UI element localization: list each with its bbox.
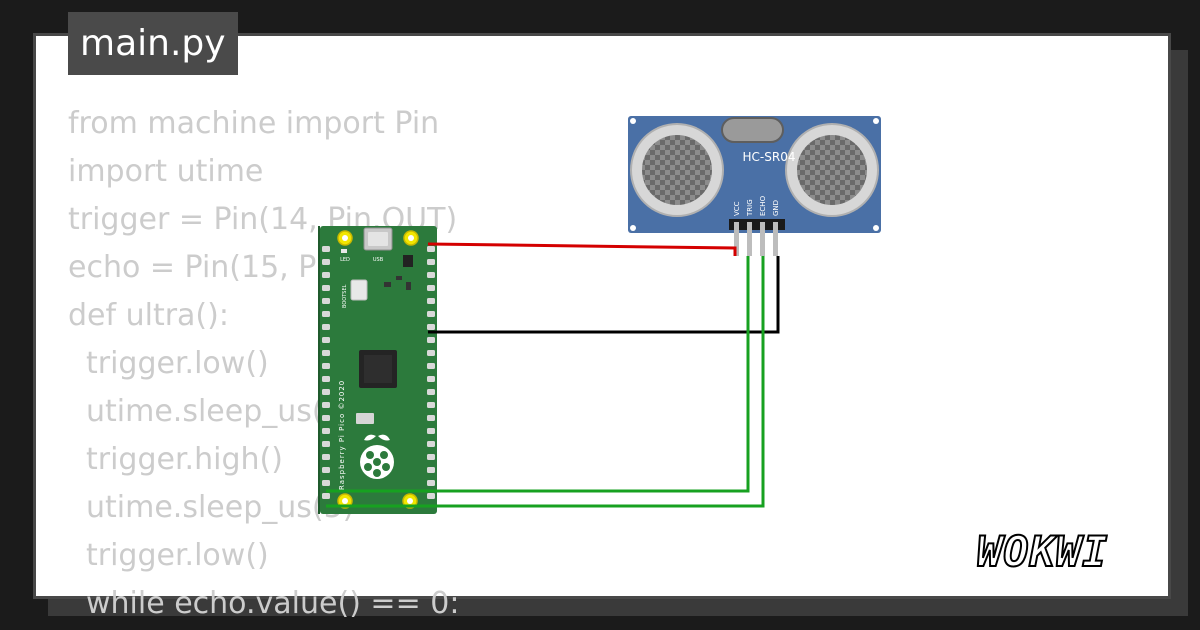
sensor-pin-label: TRIG <box>746 199 754 217</box>
sensor-pin-trig[interactable] <box>747 222 752 256</box>
sensor-pin-gnd[interactable] <box>773 222 778 256</box>
usb-label: USB <box>373 257 384 263</box>
code-line: trigger = Pin(14, Pin.OUT) <box>68 202 458 237</box>
pico-pin[interactable] <box>322 441 330 447</box>
code-line: from machine import Pin <box>68 106 440 141</box>
pico-pin[interactable] <box>322 324 330 330</box>
pico-pin[interactable] <box>322 389 330 395</box>
pico-pin[interactable] <box>322 467 330 473</box>
pico-pin[interactable] <box>322 428 330 434</box>
pico-pin[interactable] <box>427 285 435 291</box>
file-tab-label: main.py <box>68 12 238 75</box>
project-card: from machine import Pin import utime trigg… <box>33 33 1171 621</box>
pin-header-right <box>427 246 435 499</box>
pico-pin[interactable] <box>322 402 330 408</box>
pico-pin[interactable] <box>322 337 330 343</box>
sensor-pin-label: ECHO <box>759 195 767 216</box>
code-line: import utime <box>68 154 264 189</box>
pico-pin[interactable] <box>427 467 435 473</box>
wire-vcc[interactable] <box>427 242 737 256</box>
sensor-model-label: HC-SR04 <box>743 150 796 164</box>
pico-pin[interactable] <box>427 246 435 252</box>
wokwi-logo: WOKWI <box>976 526 1108 577</box>
led-label: LED <box>340 257 350 263</box>
pin-header-left <box>322 246 330 499</box>
sensor-pin-label: GND <box>772 200 780 216</box>
flash-chip <box>356 413 374 424</box>
pico-pin[interactable] <box>322 298 330 304</box>
pico-pin[interactable] <box>427 350 435 356</box>
code-line: def ultra(): <box>68 298 229 333</box>
pico-pin[interactable] <box>322 246 330 252</box>
pico-pin[interactable] <box>427 259 435 265</box>
pico-pin[interactable] <box>427 493 435 499</box>
raspberry-logo-icon <box>360 434 394 479</box>
pico-pin[interactable] <box>427 376 435 382</box>
pico-pin[interactable] <box>322 480 330 486</box>
pico-pin[interactable] <box>427 402 435 408</box>
pico-pin[interactable] <box>322 376 330 382</box>
pico-pin[interactable] <box>322 311 330 317</box>
pico-pin[interactable] <box>322 454 330 460</box>
sensor-pin-header <box>729 219 785 230</box>
hc-sr04-sensor[interactable]: HC-SR04 VCC TRIG ECHO GND <box>628 116 881 256</box>
code-preview: from machine import Pin import utime trigg… <box>68 100 459 628</box>
pico-pin[interactable] <box>427 389 435 395</box>
wire-gnd[interactable] <box>428 256 780 334</box>
pico-pin[interactable] <box>427 337 435 343</box>
pico-pin[interactable] <box>322 415 330 421</box>
pico-pin[interactable] <box>427 480 435 486</box>
pico-pin[interactable] <box>427 428 435 434</box>
sensor-pin-vcc[interactable] <box>734 222 739 256</box>
pico-pin[interactable] <box>322 363 330 369</box>
pico-pin[interactable] <box>322 259 330 265</box>
code-line: trigger.low() <box>86 346 269 381</box>
wire-echo[interactable] <box>326 256 765 508</box>
pico-board[interactable]: LED USB BOOTSEL Raspberry Pi Pico ©2020 <box>318 226 437 514</box>
pico-pin[interactable] <box>427 272 435 278</box>
sensor-pin-echo[interactable] <box>760 222 765 256</box>
pico-pin[interactable] <box>322 493 330 499</box>
pico-pin[interactable] <box>427 363 435 369</box>
pico-pin[interactable] <box>427 415 435 421</box>
led-indicator <box>341 249 347 253</box>
pico-pin[interactable] <box>427 454 435 460</box>
transducer-left <box>630 123 724 217</box>
pico-pin[interactable] <box>322 285 330 291</box>
pico-pin[interactable] <box>427 311 435 317</box>
code-line: utime.sleep_us(5) <box>86 490 355 525</box>
code-line: trigger.low() <box>86 538 269 573</box>
transducer-right <box>785 123 879 217</box>
sensor-pin-label: VCC <box>733 201 741 216</box>
code-line: while echo.value() == 0: <box>86 586 460 621</box>
bootsel-label: BOOTSEL <box>342 284 348 308</box>
pico-pin[interactable] <box>322 272 330 278</box>
code-line: utime.sleep_us(2) <box>86 394 355 429</box>
code-line: trigger.high() <box>86 442 283 477</box>
board-name-label: Raspberry Pi Pico ©2020 <box>338 380 346 490</box>
pico-pin[interactable] <box>427 441 435 447</box>
pico-pin[interactable] <box>322 350 330 356</box>
pico-pin[interactable] <box>427 324 435 330</box>
bootsel-button[interactable] <box>350 279 368 301</box>
pico-pin[interactable] <box>427 298 435 304</box>
wokwi-logo-text: WOKWI <box>977 527 1108 576</box>
crystal-oscillator <box>721 117 784 143</box>
wire-trig[interactable] <box>326 256 750 493</box>
